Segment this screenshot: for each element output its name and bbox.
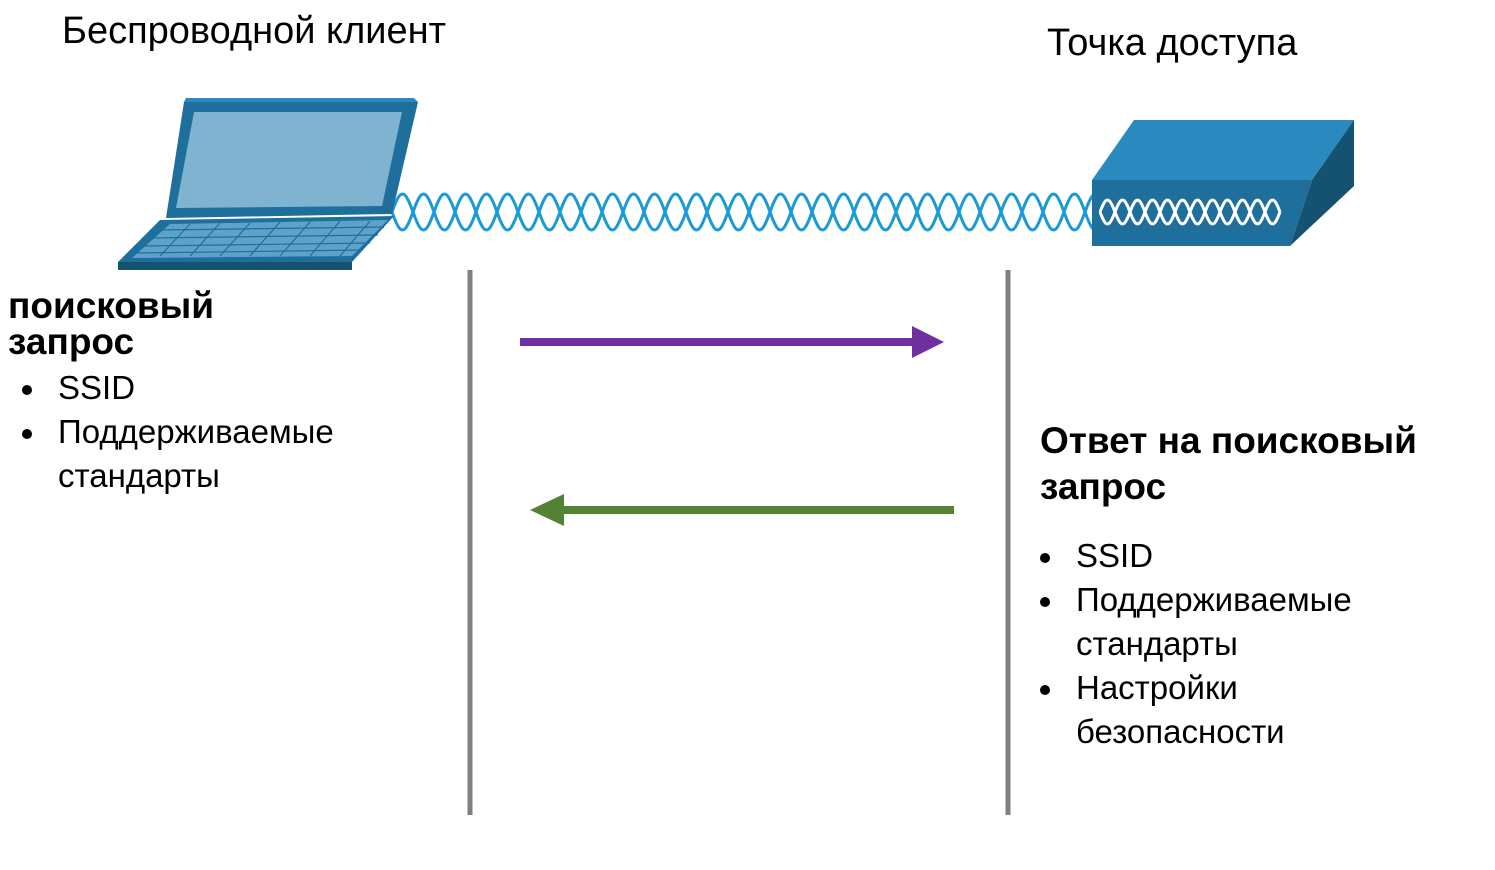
- probe-request-arrow: [520, 326, 944, 358]
- client-label: Беспроводной клиент: [62, 10, 447, 52]
- probe-response-title-line: запрос: [1040, 466, 1167, 507]
- list-item-line: Настройки: [1076, 669, 1238, 706]
- list-item-line: безопасности: [1076, 713, 1285, 750]
- probe-request-fields: SSID Поддерживаемые стандарты: [10, 366, 334, 498]
- list-item-line: Поддерживаемые: [58, 413, 334, 450]
- list-item: Поддерживаемые стандарты: [1028, 578, 1352, 666]
- wireless-signal-icon: [390, 192, 1095, 232]
- probe-response-fields: SSID Поддерживаемые стандарты Настройки …: [1028, 534, 1352, 754]
- list-item: Настройки безопасности: [1028, 666, 1352, 754]
- probe-response-title: Ответ на поисковый запрос: [1040, 418, 1417, 510]
- list-item: Поддерживаемые стандарты: [10, 410, 334, 498]
- list-item-line: стандарты: [1076, 625, 1238, 662]
- access-point-icon: [1092, 120, 1354, 246]
- laptop-icon: [118, 98, 418, 270]
- list-item: SSID: [10, 366, 334, 410]
- list-item: SSID: [1028, 534, 1352, 578]
- access-point-label: Точка доступа: [1047, 22, 1298, 64]
- list-item-line: Поддерживаемые: [1076, 581, 1352, 618]
- list-item-line: стандарты: [58, 457, 220, 494]
- probe-request-title-line: запрос: [8, 321, 135, 362]
- probe-request-title: поисковый запрос: [8, 285, 214, 362]
- probe-response-title-line: Ответ на поисковый: [1040, 420, 1417, 461]
- probe-response-arrow: [530, 494, 954, 526]
- probe-request-title-line: поисковый: [8, 285, 214, 326]
